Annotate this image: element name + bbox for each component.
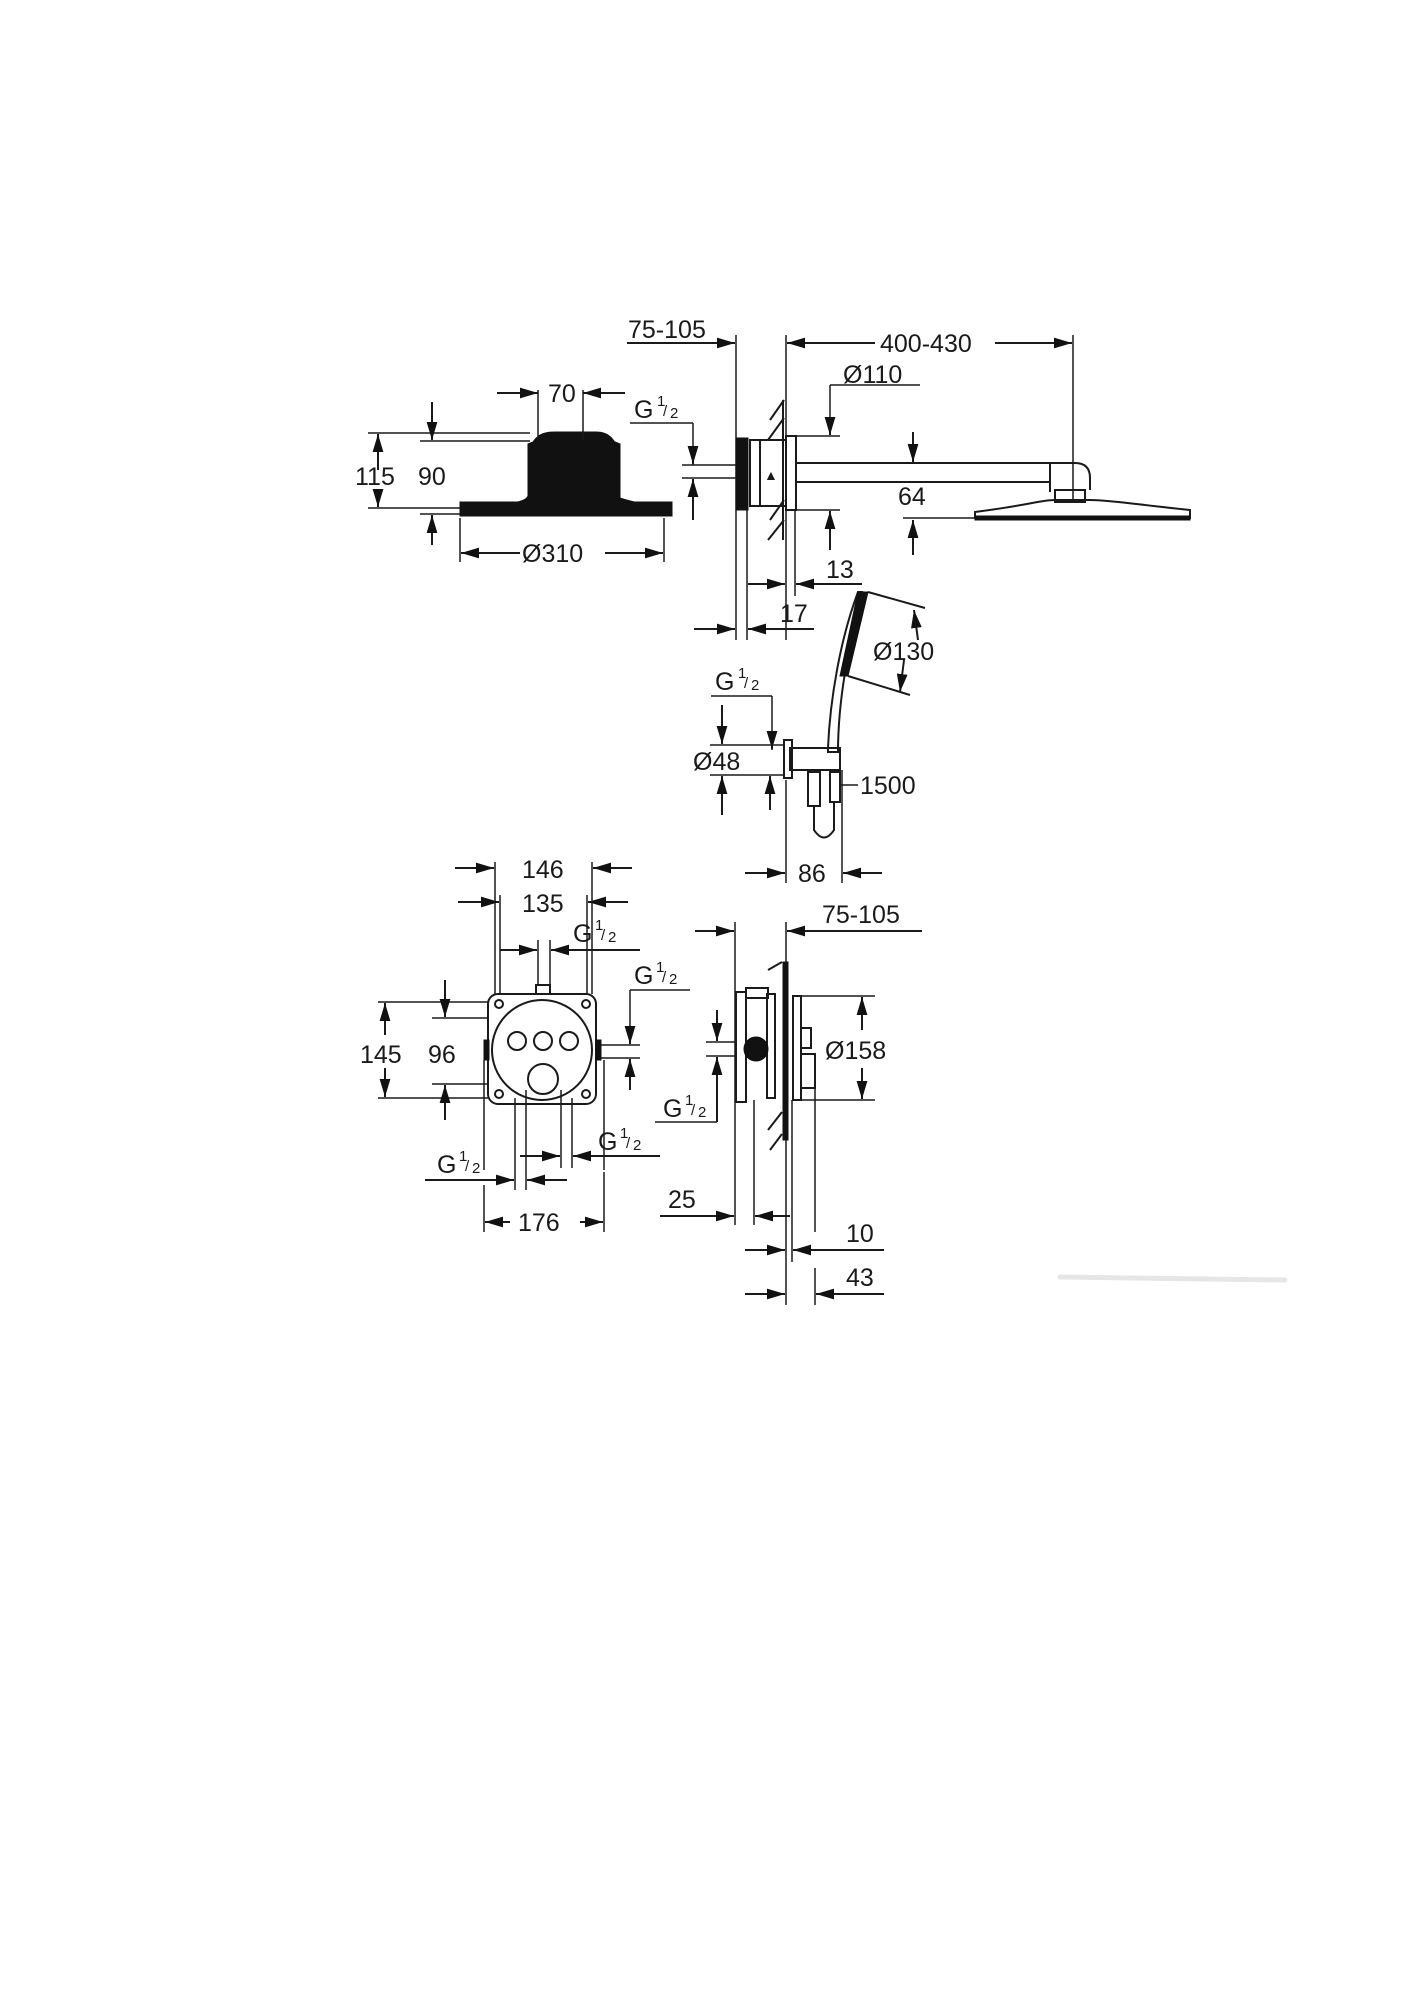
svg-text:/: / — [663, 403, 668, 420]
thread-g-arm: G — [634, 396, 653, 424]
svg-text:2: 2 — [751, 677, 759, 694]
mixer-main-knob — [527, 1063, 559, 1095]
dim-145: 145 — [360, 1041, 402, 1069]
thread-g-hand: G — [715, 668, 734, 696]
scan-artifact — [1057, 1274, 1288, 1283]
dim-75-105-bottom: 75-105 — [822, 901, 900, 929]
svg-text:2: 2 — [608, 929, 616, 946]
dim-13: 13 — [826, 556, 854, 584]
dim-75-105-top: 75-105 — [628, 316, 706, 344]
svg-text:/: / — [662, 969, 667, 986]
thread-g-bottom-right: G — [598, 1128, 617, 1156]
svg-text:/: / — [626, 1135, 631, 1152]
dim-176: 176 — [518, 1209, 560, 1237]
dim-48: Ø48 — [693, 748, 740, 776]
svg-text:2: 2 — [472, 1160, 480, 1177]
dim-1500: 1500 — [860, 772, 916, 800]
dim-110: Ø110 — [843, 361, 902, 389]
dim-70: 70 — [548, 380, 576, 408]
svg-text:1: 1 — [459, 1148, 467, 1165]
svg-text:2: 2 — [669, 971, 677, 988]
mixer-button-1 — [507, 1031, 527, 1051]
dim-310: Ø310 — [522, 540, 583, 568]
head-shower-side-view: 70 115 90 Ø310 — [355, 380, 673, 568]
dim-96: 96 — [428, 1041, 456, 1069]
hand-shower-view: Ø130 G 1 / 2 Ø48 1500 86 — [693, 591, 934, 888]
dim-400-430: 400-430 — [880, 330, 972, 358]
svg-text:2: 2 — [670, 405, 678, 422]
dim-25: 25 — [668, 1186, 696, 1214]
thread-g-top: G — [573, 920, 592, 948]
dim-90: 90 — [418, 463, 446, 491]
svg-text:/: / — [601, 927, 606, 944]
svg-text:/: / — [744, 675, 749, 692]
dim-130: Ø130 — [873, 638, 934, 666]
dim-115: 115 — [355, 463, 395, 491]
dim-43: 43 — [846, 1264, 874, 1292]
dim-64: 64 — [898, 483, 926, 511]
mixer-button-2 — [533, 1031, 553, 1051]
svg-text:/: / — [465, 1158, 470, 1175]
dim-10: 10 — [846, 1220, 874, 1248]
mixer-body-front-view: 146 135 G 1 / 2 G 1 / 2 145 96 — [360, 856, 690, 1237]
svg-text:2: 2 — [633, 1137, 641, 1154]
svg-text:1: 1 — [620, 1125, 628, 1142]
svg-text:1: 1 — [656, 959, 664, 976]
dim-146: 146 — [522, 856, 564, 884]
dim-135: 135 — [522, 890, 564, 918]
svg-text:1: 1 — [595, 917, 603, 934]
thread-g-side: G — [663, 1095, 682, 1123]
mixer-button-3 — [559, 1031, 579, 1051]
svg-text:1: 1 — [738, 665, 746, 682]
thread-g-right: G — [634, 962, 653, 990]
svg-text:1: 1 — [685, 1092, 693, 1109]
dim-86: 86 — [798, 860, 826, 888]
mixer-body-side-view: 75-105 Ø158 G 1 / 2 25 10 43 — [655, 901, 922, 1305]
shower-arm-side-view: ▲ 75-105 400-430 Ø110 G 1 / 2 — [627, 316, 1191, 640]
thread-g-bottom-left: G — [437, 1151, 456, 1179]
dim-158: Ø158 — [825, 1037, 886, 1065]
svg-text:2: 2 — [698, 1104, 706, 1121]
svg-text:1: 1 — [657, 393, 665, 410]
svg-text:▲: ▲ — [764, 467, 778, 483]
svg-text:/: / — [691, 1102, 696, 1119]
dim-17: 17 — [780, 600, 808, 628]
